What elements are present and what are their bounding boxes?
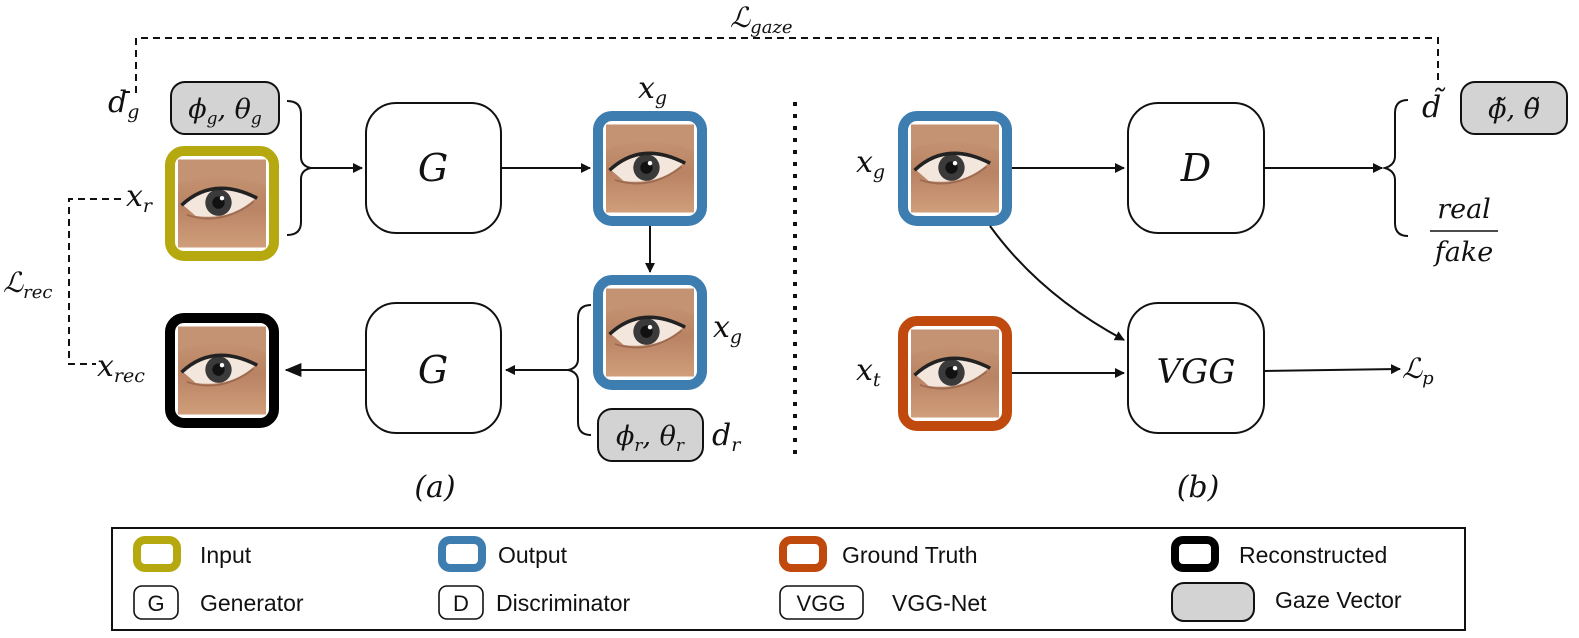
gaze-vector-tilde-label: ϕ̃, θ̃	[1488, 94, 1540, 125]
x-rec-label: xrec	[97, 349, 145, 387]
panel-b-caption: (b)	[1177, 470, 1220, 505]
legend-vgg-net-label: VGG-Net	[892, 590, 987, 616]
legend-vgg-symbol-box	[779, 585, 864, 620]
real-label: real	[1437, 194, 1491, 225]
brace-b	[1381, 99, 1409, 237]
x-g-mid-label: xg	[713, 310, 742, 348]
d-tilde-label: d̃	[1422, 87, 1446, 125]
edge-vgg-to-loss-p	[1263, 364, 1401, 375]
loss-rec-connector	[68, 198, 121, 365]
panel-a-caption: (a)	[414, 470, 455, 505]
generator-top-label: G	[418, 146, 448, 190]
d-g-label: dg	[108, 85, 139, 123]
vgg-node	[1127, 302, 1265, 434]
loss-p-label: ℒp	[1402, 352, 1434, 389]
loss-rec-label-bg	[2, 268, 66, 302]
x-t-label: xt	[856, 353, 881, 391]
legend-generator-symbol: G	[147, 591, 164, 616]
legend-gaze-vector-swatch	[1171, 582, 1255, 622]
output-eye-image-b	[911, 125, 999, 213]
output-frame-top	[593, 111, 707, 226]
legend-input-label: Input	[200, 542, 252, 568]
input-frame	[165, 146, 279, 261]
gaze-vector-g-label: ϕg, θg	[188, 94, 262, 129]
ground-truth-eye-image	[911, 330, 999, 418]
reconstructed-frame	[165, 313, 279, 428]
legend: Input Output Ground Truth Reconstructed …	[111, 527, 1466, 631]
gaze-vector-r-label: ϕr, θr	[616, 421, 685, 456]
legend-discriminator-label: Discriminator	[496, 590, 631, 616]
discriminator-label: D	[1180, 146, 1211, 190]
legend-output-label: Output	[498, 542, 568, 568]
panel-b: xg D d̃ ϕ̃, θ̃ real fake xt VGG	[856, 81, 1568, 505]
edge-xg-to-vgg	[989, 225, 1125, 341]
legend-discriminator-symbol: D	[453, 591, 469, 616]
gaze-vector-g	[170, 81, 280, 135]
legend-input-swatch	[133, 536, 181, 572]
generator-bottom-node	[365, 302, 502, 434]
x-g-b-label: xg	[856, 145, 885, 183]
output-frame-mid	[593, 275, 707, 390]
output-eye-image-top	[606, 125, 694, 213]
legend-reconstructed-label: Reconstructed	[1239, 542, 1387, 568]
legend-ground-truth-label: Ground Truth	[842, 542, 978, 568]
fake-label: fake	[1433, 237, 1493, 268]
legend-vgg-symbol: VGG	[797, 591, 846, 616]
vgg-label: VGG	[1157, 352, 1236, 392]
loss-rec-label: ℒrec	[3, 266, 53, 303]
brace-bottom-a	[567, 304, 592, 436]
legend-discriminator-symbol-box	[438, 585, 484, 620]
ground-truth-frame	[898, 316, 1012, 431]
gaze-vector-tilde	[1460, 81, 1568, 135]
generator-bottom-label: G	[418, 348, 448, 392]
legend-ground-truth-swatch	[779, 536, 827, 572]
output-frame-b	[898, 111, 1012, 226]
gaze-vector-r	[597, 408, 704, 462]
legend-output-swatch	[438, 536, 486, 572]
legend-generator-label: Generator	[200, 590, 304, 616]
output-eye-image-mid	[606, 289, 694, 377]
x-r-label: xr	[126, 179, 154, 217]
d-r-label: dr	[712, 418, 742, 456]
x-g-top-label: xg	[638, 71, 667, 109]
panel-a: dg ϕg, θg xr G xg xg	[2, 71, 742, 505]
input-eye-image	[178, 160, 266, 248]
brace-top-a	[286, 100, 312, 236]
legend-reconstructed-swatch	[1171, 536, 1219, 572]
loss-gaze-label: ℒgaze	[730, 1, 793, 38]
legend-gaze-vector-label: Gaze Vector	[1275, 587, 1402, 613]
loss-gaze-connector	[123, 37, 1439, 93]
reconstructed-eye-image	[178, 327, 266, 415]
legend-generator-symbol-box	[133, 585, 179, 620]
